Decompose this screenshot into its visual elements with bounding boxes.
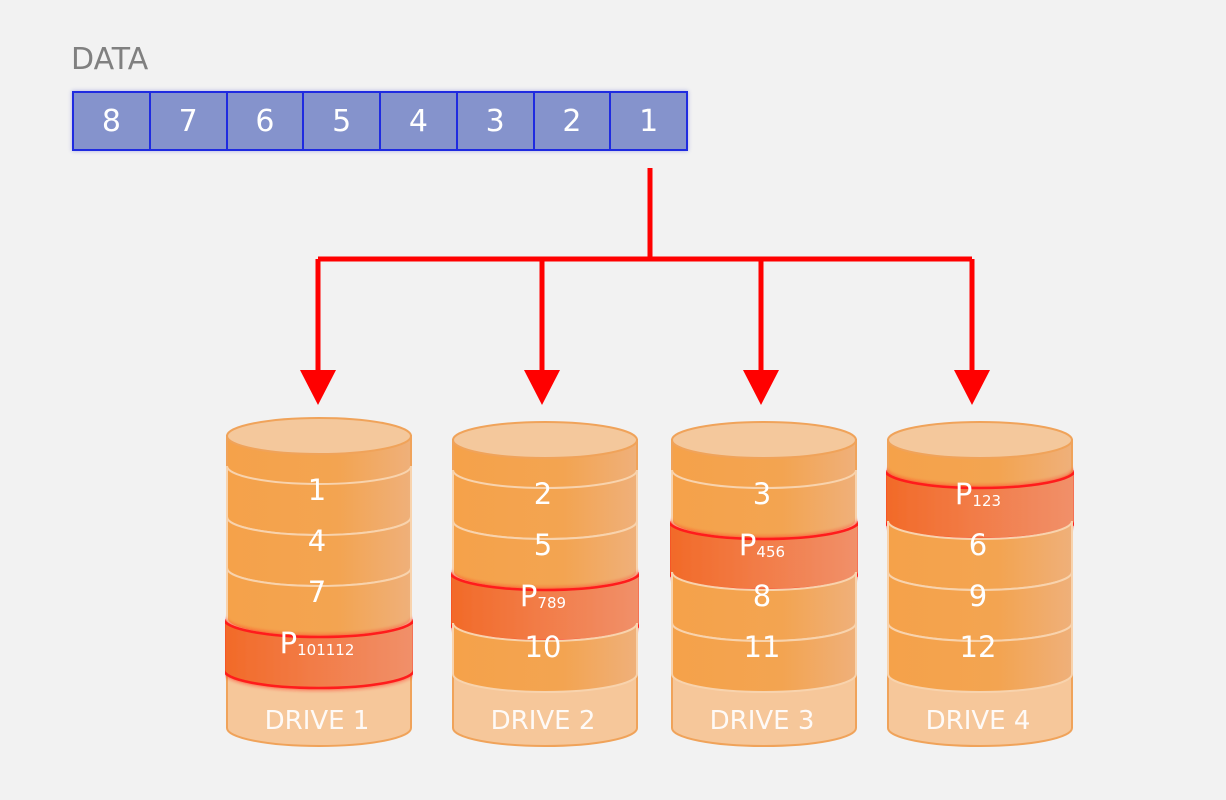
- cylinder-top: [671, 421, 857, 459]
- parity-subscript: 456: [756, 543, 786, 561]
- parity-label: P789: [451, 576, 635, 621]
- drive-label: DRIVE 1: [264, 706, 370, 736]
- data-block: 6: [227, 93, 305, 149]
- parity-block: [225, 618, 413, 690]
- data-block: 5: [304, 93, 381, 149]
- block-label: 9: [886, 576, 1070, 616]
- block-number: P: [954, 477, 973, 511]
- block-label: 10: [451, 627, 635, 667]
- arrowhead-4: [954, 370, 990, 405]
- block-number: 3: [752, 477, 772, 511]
- block-label: 11: [670, 627, 854, 667]
- cylinder-top: [887, 421, 1073, 459]
- drive-cylinder: [451, 421, 639, 747]
- drive-label: DRIVE 3: [709, 706, 815, 736]
- parity-label: P101112: [225, 623, 409, 668]
- block-label: 7: [225, 572, 409, 612]
- block-number: 2: [533, 477, 553, 511]
- cylinder-top: [226, 417, 412, 455]
- parity-subscript: 123: [972, 492, 1002, 510]
- block-number: 5: [533, 528, 553, 562]
- block-number: 8: [752, 579, 772, 613]
- block-number: 12: [959, 630, 997, 664]
- data-block: 4: [381, 93, 458, 149]
- data-block: 3: [457, 93, 535, 149]
- block-label: 4: [225, 521, 409, 561]
- block-label: 3: [670, 474, 854, 514]
- block-number: P: [738, 528, 757, 562]
- block-label: 12: [886, 627, 1070, 667]
- drive-label: DRIVE 2: [490, 706, 596, 736]
- drive-cylinder: [886, 421, 1074, 747]
- arrowhead-2: [524, 370, 560, 405]
- arrowhead-1: [300, 370, 336, 405]
- parity-subscript: 101112: [297, 641, 355, 659]
- block-number: 11: [743, 630, 781, 664]
- block-number: P: [519, 579, 538, 613]
- cylinder-top: [452, 421, 638, 459]
- block-number: 10: [524, 630, 562, 664]
- block-label: 8: [670, 576, 854, 616]
- data-bar: 8 7 6 5 4 3 2 1: [72, 91, 688, 151]
- data-block: 1: [611, 93, 686, 149]
- arrowhead-3: [743, 370, 779, 405]
- data-stripe: [452, 622, 638, 693]
- data-label: DATA: [71, 42, 149, 77]
- parity-label: P456: [670, 525, 854, 570]
- block-number: 4: [307, 524, 327, 558]
- block-label: 6: [886, 525, 1070, 565]
- arrowheads: [300, 370, 990, 405]
- block-label: 2: [451, 474, 635, 514]
- connector-lines: [315, 168, 975, 375]
- block-number: 1: [307, 473, 327, 507]
- block-number: 6: [968, 528, 988, 562]
- drive-label: DRIVE 4: [925, 706, 1031, 736]
- parity-subscript: 789: [537, 594, 567, 612]
- data-stripe: [671, 622, 857, 693]
- block-number: 7: [307, 575, 327, 609]
- drive-cylinder: [670, 421, 858, 747]
- block-number: P: [279, 626, 298, 660]
- data-stripe: [887, 622, 1073, 693]
- data-block: 2: [534, 93, 612, 149]
- data-block: 7: [150, 93, 228, 149]
- parity-label: P123: [886, 474, 1070, 519]
- block-number: 9: [968, 579, 988, 613]
- data-block: 8: [74, 93, 151, 149]
- block-label: 5: [451, 525, 635, 565]
- block-label: 1: [225, 470, 409, 510]
- drive-cylinder: [225, 417, 413, 747]
